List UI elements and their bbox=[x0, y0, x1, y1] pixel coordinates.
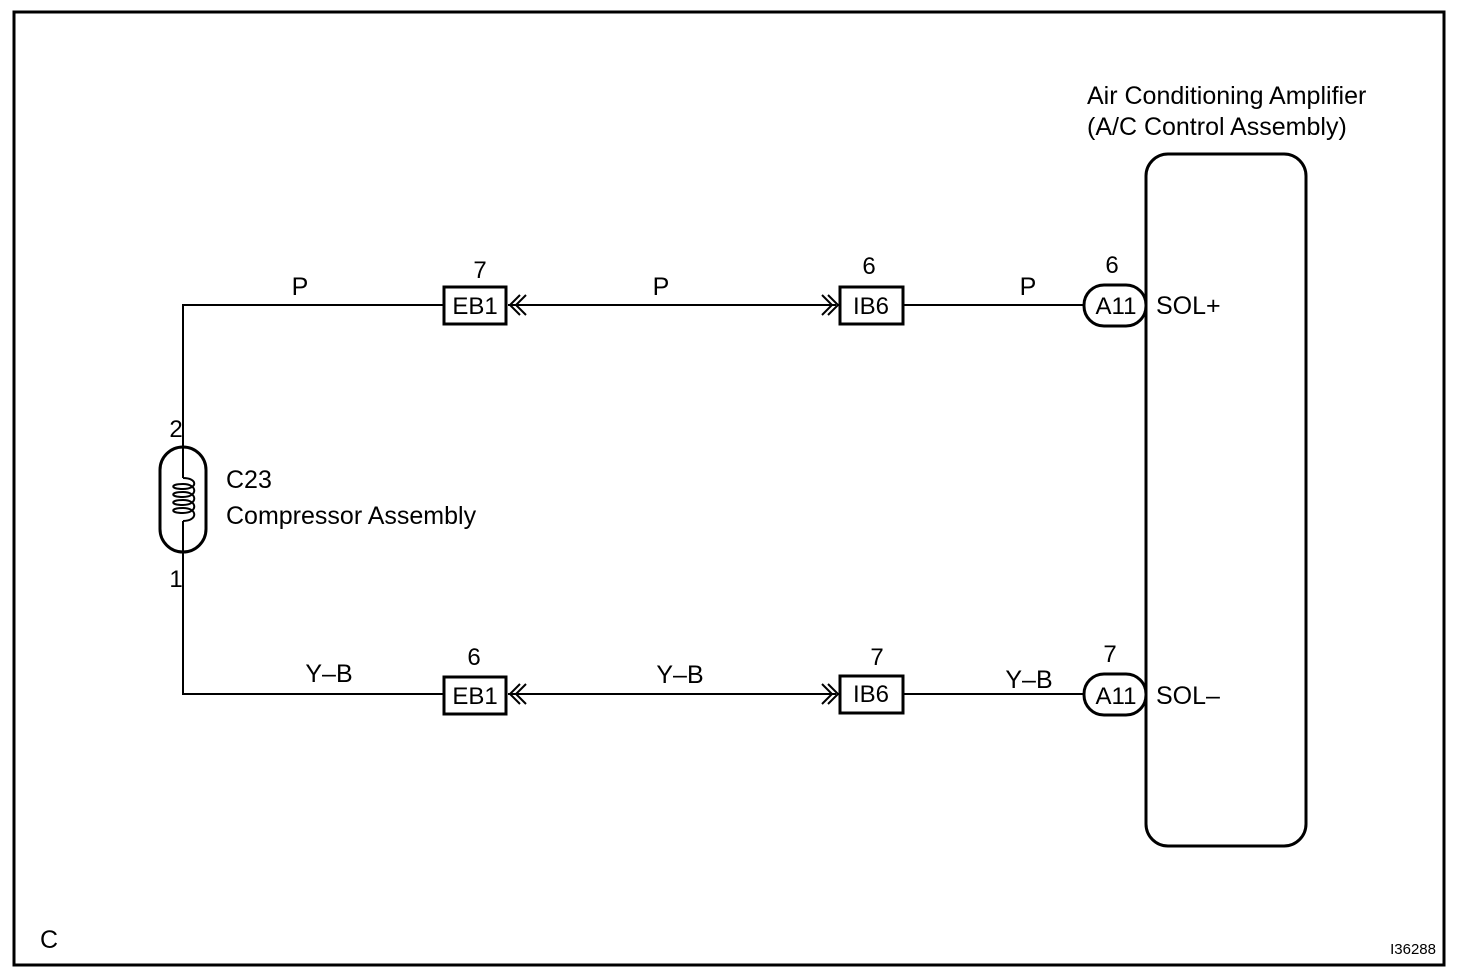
compressor-coil-icon bbox=[172, 477, 196, 522]
ib6-pin-bottom: 7 bbox=[870, 644, 883, 671]
ib6-male-chevron-top bbox=[821, 294, 840, 316]
eb1-female-chevron-top bbox=[508, 294, 527, 316]
compressor-pin-bottom: 1 bbox=[169, 566, 182, 593]
top-wire-color-3: P bbox=[1020, 273, 1037, 301]
corner-letter: C bbox=[40, 926, 58, 954]
compressor-pin-top: 2 bbox=[169, 416, 182, 443]
bottom-wire-color-1: Y–B bbox=[305, 660, 352, 688]
amplifier-title-line1: Air Conditioning Amplifier bbox=[1087, 82, 1366, 110]
eb1-female-chevron-bottom bbox=[508, 683, 527, 705]
eb1-connector-top bbox=[442, 285, 508, 326]
compressor-code: C23 bbox=[226, 466, 272, 494]
bottom-wire-color-3: Y–B bbox=[1005, 666, 1052, 694]
ib6-label-top: IB6 bbox=[853, 293, 889, 320]
eb1-pin-top: 7 bbox=[473, 257, 486, 284]
amplifier-body bbox=[1144, 152, 1308, 848]
eb1-pin-bottom: 6 bbox=[467, 644, 480, 671]
a11-pin-bottom: 7 bbox=[1103, 641, 1116, 668]
ib6-connector-top bbox=[838, 285, 905, 326]
a11-connector-bottom bbox=[1082, 672, 1148, 717]
figure-id: I36288 bbox=[1390, 941, 1436, 958]
bottom-wire-color-2: Y–B bbox=[656, 661, 703, 689]
eb1-connector-bottom bbox=[442, 675, 508, 716]
eb1-label-bottom: EB1 bbox=[452, 683, 497, 710]
a11-label-top: A11 bbox=[1096, 293, 1137, 320]
top-wire-color-1: P bbox=[292, 273, 309, 301]
ib6-pin-top: 6 bbox=[862, 253, 875, 280]
a11-pin-top: 6 bbox=[1105, 252, 1118, 279]
eb1-label-top: EB1 bbox=[452, 293, 497, 320]
a11-connector-top bbox=[1082, 283, 1148, 328]
terminal-sol-minus: SOL– bbox=[1156, 682, 1220, 710]
ib6-connector-bottom bbox=[838, 674, 905, 715]
terminal-sol-plus: SOL+ bbox=[1156, 292, 1221, 320]
ib6-label-bottom: IB6 bbox=[853, 681, 889, 708]
a11-label-bottom: A11 bbox=[1096, 683, 1137, 710]
top-wire-color-2: P bbox=[653, 273, 670, 301]
compressor-name: Compressor Assembly bbox=[226, 502, 477, 530]
ib6-male-chevron-bottom bbox=[821, 683, 840, 705]
bottom-wire-seg1 bbox=[182, 550, 444, 695]
top-wire-seg1 bbox=[182, 304, 444, 452]
diagram-frame bbox=[12, 10, 1446, 967]
amplifier-title-line2: (A/C Control Assembly) bbox=[1087, 113, 1347, 141]
